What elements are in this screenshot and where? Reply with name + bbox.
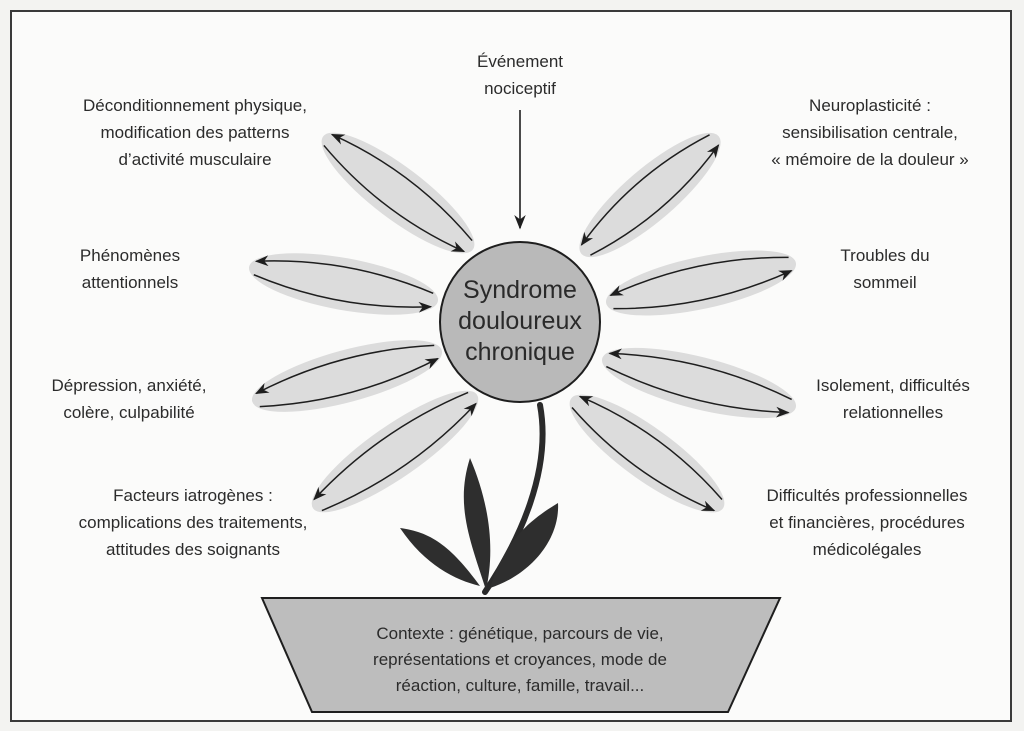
petal-sommeil-arrow-in bbox=[609, 256, 789, 297]
petal-professionnelles-arrow-out bbox=[571, 407, 716, 512]
label-depression: Dépression, anxiété, colère, culpabilité bbox=[51, 376, 207, 422]
label-isolement: Isolement, difficultés relationnelles bbox=[816, 376, 970, 422]
petal-neuroplasticite bbox=[579, 132, 721, 258]
center-disk bbox=[439, 241, 601, 403]
label-troubles-sommeil: Troubles du sommeil bbox=[840, 246, 930, 292]
petal-depression-arrow-in bbox=[259, 357, 439, 408]
label-neuroplasticite: Neuroplasticité : sensibilisation centra… bbox=[771, 96, 969, 169]
petal-sommeil-arrow-out bbox=[613, 269, 793, 310]
pot-label: Contexte : génétique, parcours de vie, r… bbox=[373, 624, 667, 695]
petal-neuroplasticite-arrow-out bbox=[590, 144, 720, 256]
petal-professionnelles-arrow-in bbox=[578, 395, 723, 500]
petal-isolement bbox=[601, 347, 797, 419]
petal-depression bbox=[251, 340, 443, 412]
label-evenement-nociceptif: Événement nociceptif bbox=[477, 52, 563, 98]
label-phenomenes-attentionnels: Phénomènes attentionnels bbox=[79, 246, 181, 292]
petal-deconditionnement bbox=[321, 132, 475, 254]
leaf-right bbox=[490, 503, 559, 588]
center-label: Syndrome douloureux chronique bbox=[458, 276, 582, 366]
label-difficultes-professionnelles: Difficultés professionnelles et financiè… bbox=[766, 486, 968, 559]
petal-iatrogenes-arrow-in bbox=[321, 402, 477, 512]
petal-iatrogenes-arrow-out bbox=[313, 391, 469, 501]
petal-isolement-arrow-out bbox=[606, 365, 790, 418]
leaf-left bbox=[400, 528, 480, 586]
petal-professionnelles bbox=[569, 394, 725, 513]
petal-deconditionnement-arrow-in bbox=[323, 144, 466, 253]
petal-iatrogenes bbox=[311, 390, 479, 513]
petal-deconditionnement-arrow-out bbox=[330, 133, 473, 242]
pot bbox=[260, 597, 782, 713]
petal-attentionnels bbox=[248, 253, 439, 315]
petal-depression-arrow-out bbox=[255, 344, 435, 395]
leaf-center bbox=[463, 458, 491, 590]
petal-sommeil bbox=[605, 250, 797, 316]
petal-neuroplasticite-arrow-in bbox=[580, 134, 710, 246]
petals bbox=[248, 132, 797, 513]
petal-attentionnels-arrow-out bbox=[254, 255, 434, 294]
label-deconditionnement: Déconditionnement physique, modification… bbox=[83, 96, 307, 169]
petal-isolement-arrow-in bbox=[608, 348, 792, 401]
petal-attentionnels-arrow-in bbox=[253, 274, 433, 313]
label-facteurs-iatrogenes: Facteurs iatrogènes : complications des … bbox=[78, 486, 308, 559]
